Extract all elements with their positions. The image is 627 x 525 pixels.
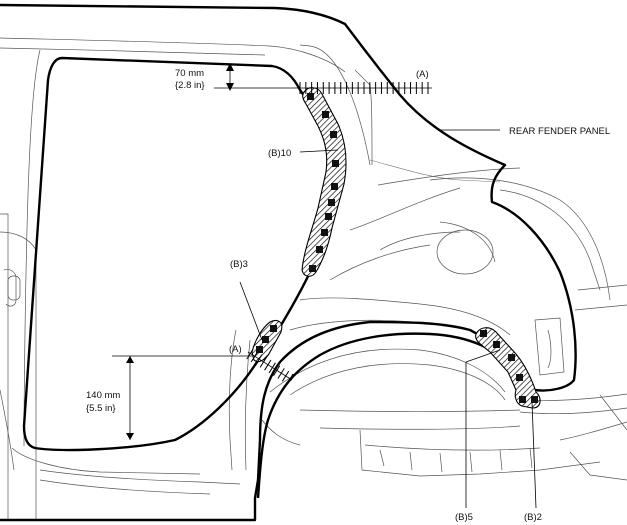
quarter-window-outline <box>22 56 339 452</box>
upper-dimension <box>226 63 234 91</box>
spot-weld-square-icon <box>262 336 269 343</box>
spot-weld-square-icon <box>307 93 314 100</box>
body-panel-lines <box>0 37 627 520</box>
spot-b5-label: (B)5 <box>455 512 473 523</box>
seam-a-lower-label: (A) <box>229 344 242 355</box>
spot-weld-square-icon <box>516 374 523 381</box>
spot-weld-square-icon <box>309 265 316 272</box>
dim-lower-mm-label: 140 mm <box>86 390 120 401</box>
seam-a-upper-label: (A) <box>416 69 429 80</box>
spot-weld-square-icon <box>316 246 323 253</box>
rear-fender-panel-label: REAR FENDER PANEL <box>509 126 610 137</box>
spot-weld-square-icon <box>325 213 332 220</box>
spot-weld-square-icon <box>321 229 328 236</box>
rear-fender-panel-outline <box>0 3 577 522</box>
spot-weld-square-icon <box>480 330 487 337</box>
spot-b3-label: (B)3 <box>230 259 248 270</box>
dim-upper-mm-label: 70 mm <box>175 68 204 79</box>
upper-cut-line <box>214 82 432 94</box>
spot-weld-square-icon <box>508 354 515 361</box>
cut-line-tick <box>264 359 272 371</box>
spot-weld-square-icon <box>322 111 329 118</box>
cut-line-tick <box>250 351 259 363</box>
spot-b2-label: (B)2 <box>524 512 542 523</box>
mid-sealer-band <box>251 319 283 363</box>
dim-upper-in-label: {2.8 in} <box>175 80 205 91</box>
rear-sealer-band <box>475 327 541 409</box>
cut-line-tick <box>281 370 290 382</box>
cut-line-tick <box>286 373 294 385</box>
spot-weld-square-icon <box>531 396 538 403</box>
cut-line-tick <box>273 365 281 377</box>
spot-weld-square-icon <box>330 131 337 138</box>
cut-line-tick <box>246 348 254 360</box>
spot-weld-square-icon <box>519 396 526 403</box>
spot-weld-square-icon <box>328 199 335 206</box>
lower-cut-line <box>112 348 294 385</box>
leader-b2 <box>531 401 537 509</box>
leader-b10 <box>299 149 339 153</box>
spot-weld-square-icon <box>270 325 277 332</box>
dim-lower-in-label: {5.5 in} <box>86 403 116 414</box>
leader-b5-end <box>465 349 501 363</box>
cut-line-tick <box>259 356 267 368</box>
cut-line-tick <box>255 354 263 365</box>
spot-weld-square-icon <box>493 341 500 348</box>
wheel-arch-outline <box>256 332 516 499</box>
spot-b10-label: (B)10 <box>268 148 291 159</box>
cut-line-tick <box>268 362 276 374</box>
leader-b3 <box>239 281 263 341</box>
spot-weld-square-icon <box>256 346 263 353</box>
spot-weld-square-icon <box>332 160 339 167</box>
upper-sealer-band <box>301 87 347 277</box>
spot-weld-square-icon <box>331 183 338 190</box>
lower-dimension <box>126 356 134 440</box>
cut-line-tick <box>277 368 285 379</box>
